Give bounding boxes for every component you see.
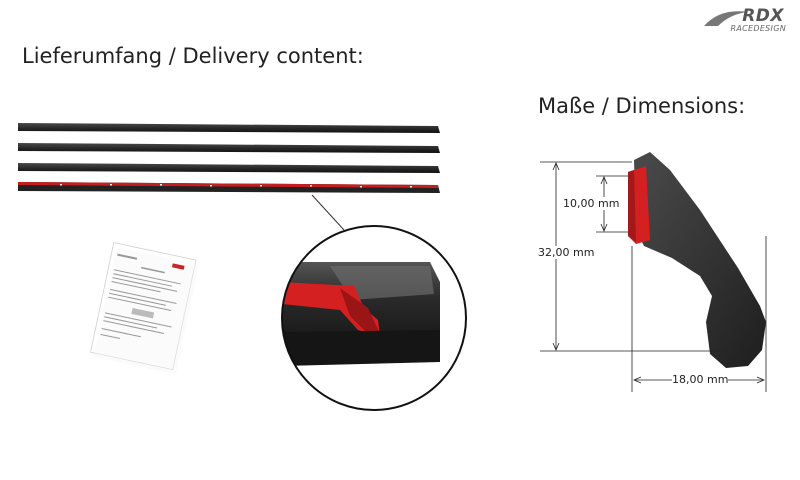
dimension-total-height: 32,00 mm bbox=[538, 246, 595, 259]
trim-strip-4-with-tape bbox=[18, 182, 440, 193]
zoom-pointer-line bbox=[311, 194, 345, 231]
trim-strip-2 bbox=[18, 143, 440, 153]
rdx-logo: RDX RACEDESIGN bbox=[700, 4, 790, 38]
profile-cross-section bbox=[628, 152, 766, 368]
trim-strip-1 bbox=[18, 123, 440, 133]
trim-strip-3 bbox=[18, 163, 440, 173]
logo-brand: RDX bbox=[742, 6, 784, 26]
delivery-content-heading: Lieferumfang / Delivery content: bbox=[22, 44, 364, 68]
zoom-detail bbox=[281, 225, 467, 411]
logo-swoosh-icon bbox=[704, 11, 748, 26]
dimensions-heading: Maße / Dimensions: bbox=[538, 94, 746, 118]
dimension-inner-height: 10,00 mm bbox=[563, 197, 620, 210]
dimension-width: 18,00 mm bbox=[672, 373, 729, 386]
installation-document bbox=[90, 242, 200, 375]
logo-subtitle: RACEDESIGN bbox=[730, 24, 786, 33]
